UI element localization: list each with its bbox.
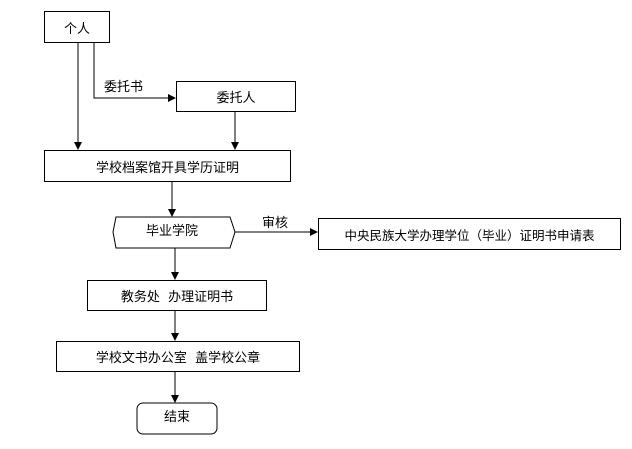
edge-label-review: 审核 [262,216,289,231]
college-node-shape [112,216,236,249]
node-academic-office-label: 教务处 办理证明书 [120,290,234,305]
node-archives-label: 学校档案馆开具学历证明 [95,160,239,176]
end-node-shape [136,402,218,435]
node-document-office: 学校文书办公室 盖学校公章 [56,341,300,372]
node-end-label: 结束 [164,410,191,425]
node-entrusted-person: 委托人 [176,81,296,112]
edge-label-power-of-attorney: 委托书 [104,80,144,95]
edge-individual-to-entrusted [93,43,176,102]
node-archives: 学校档案馆开具学历证明 [44,150,291,182]
node-college-label: 毕业学院 [146,224,199,239]
node-individual-label: 个人 [63,21,90,37]
node-academic-office: 教务处 办理证明书 [87,280,267,311]
node-application-form-label: 中央民族大学办理学位（毕业）证明书申请表 [344,227,595,243]
node-application-form: 中央民族大学办理学位（毕业）证明书申请表 [318,218,621,250]
node-entrusted-person-label: 委托人 [216,91,256,106]
node-individual: 个人 [44,11,110,43]
node-document-office-label: 学校文书办公室 盖学校公章 [95,351,261,366]
